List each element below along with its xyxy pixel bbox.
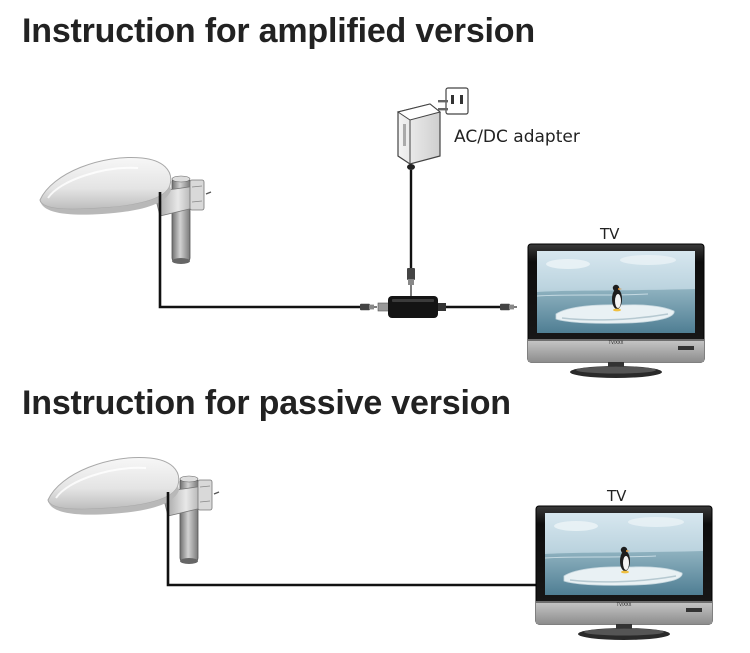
power-inserter-box	[377, 296, 446, 318]
amplified-section-title: Instruction for amplified version	[22, 12, 535, 50]
antenna-cable-plug	[359, 303, 378, 311]
passive-antenna	[47, 456, 220, 565]
amplified-tv	[527, 243, 705, 379]
passive-tv	[535, 505, 713, 641]
amplified-tv-label: TV	[600, 225, 620, 243]
passive-section-title: Instruction for passive version	[22, 384, 511, 422]
adapter-cable-plug	[407, 268, 415, 296]
amplified-tv-brand: TV/XXX	[608, 340, 624, 345]
passive-cable	[166, 492, 536, 587]
tv-cable-plug	[499, 303, 518, 311]
antenna-cable	[158, 192, 360, 309]
passive-tv-brand: TV/XXX	[616, 602, 632, 607]
amplified-antenna	[39, 156, 212, 265]
ac-dc-adapter	[396, 87, 469, 170]
passive-tv-label: TV	[607, 487, 627, 505]
adapter-label: AC/DC adapter	[454, 127, 580, 147]
